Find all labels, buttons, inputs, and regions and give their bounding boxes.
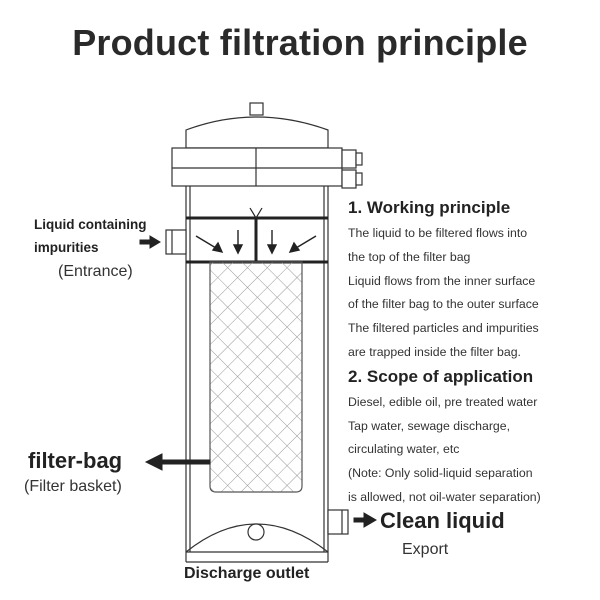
inlet-label-line2: impurities — [34, 240, 99, 255]
scope-heading: 2. Scope of application — [348, 366, 534, 386]
working-line: are trapped inside the filter bag. — [348, 344, 521, 359]
arrow-left-icon — [144, 453, 211, 471]
working-line: The filtered particles and impurities — [348, 321, 539, 336]
scope-line: circulating water, etc — [348, 442, 460, 457]
scope-line: Tap water, sewage discharge, — [348, 418, 511, 433]
page-title: Product filtration principle — [72, 22, 528, 63]
description-panel: 1. Working principle The liquid to be fi… — [348, 198, 598, 510]
housing-lid — [185, 116, 329, 149]
arrow-right-icon — [139, 235, 161, 249]
clean-liquid-label: Clean liquid — [380, 508, 505, 533]
outlet-nozzle — [327, 509, 349, 535]
clamp-band — [171, 147, 343, 187]
working-principle-text: The liquid to be filtered flows into the… — [348, 222, 598, 365]
discharge-outlet-label: Discharge outlet — [184, 565, 310, 582]
scope-line: (Note: Only solid-liquid separation — [348, 466, 533, 481]
filter-bag-sub-label: (Filter basket) — [24, 478, 122, 495]
scope-line: is allowed, not oil-water separation) — [348, 489, 541, 504]
scope-text: Diesel, edible oil, pre treated water Ta… — [348, 391, 598, 510]
drain-port — [247, 523, 265, 541]
clamp-bolt — [341, 149, 357, 169]
inlet-label-line1: Liquid containing — [34, 217, 147, 232]
arrow-right-icon — [353, 512, 377, 528]
filter-bag-label: filter-bag — [28, 448, 123, 473]
working-line: Liquid flows from the inner surface — [348, 273, 536, 288]
clamp-bolt — [341, 169, 357, 189]
working-principle-heading: 1. Working principle — [348, 198, 511, 217]
working-line: The liquid to be filtered flows into — [348, 226, 528, 240]
working-line: the top of the filter bag — [348, 249, 471, 264]
inlet-sub-label: (Entrance) — [58, 263, 133, 280]
export-label: Export — [402, 541, 449, 558]
filter-bag — [209, 261, 303, 493]
working-line: of the filter bag to the outer surface — [348, 297, 539, 312]
inlet-nozzle — [165, 229, 187, 255]
scope-line: Diesel, edible oil, pre treated water — [348, 394, 538, 409]
top-vent-nozzle — [249, 102, 264, 116]
